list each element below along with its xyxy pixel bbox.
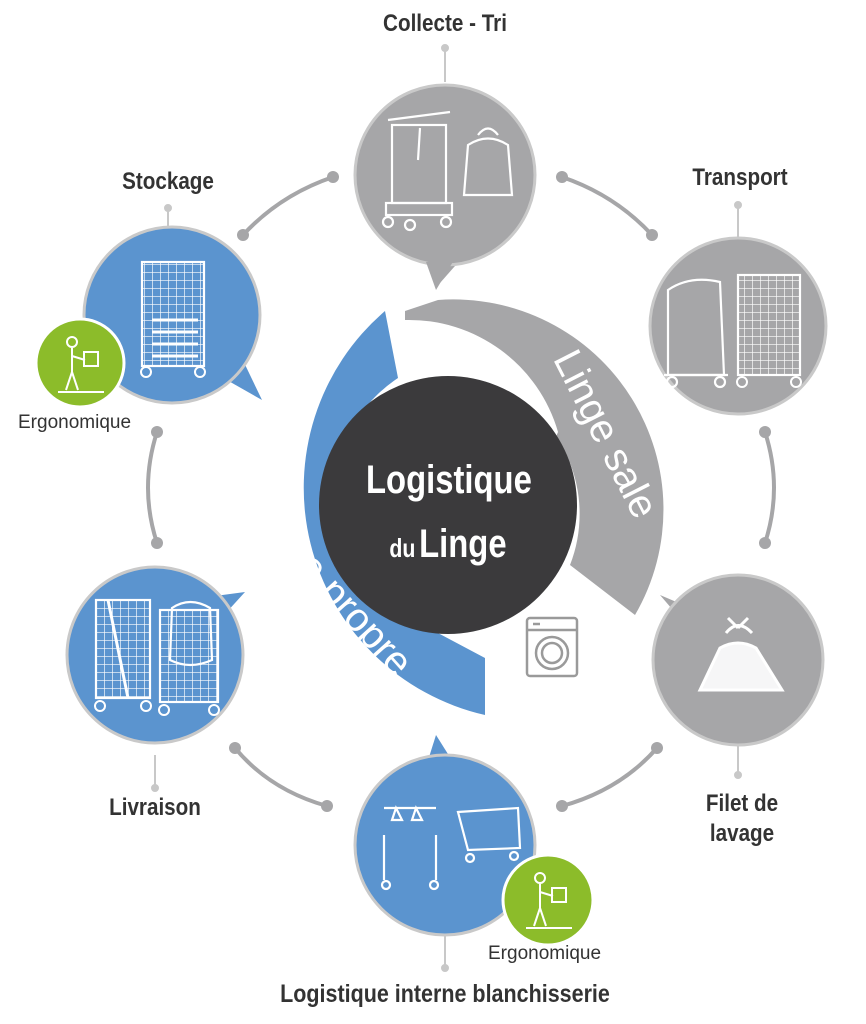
connector-collecte-transport — [560, 175, 654, 237]
connector-stockage-collecte — [241, 175, 335, 237]
center-title-du: du — [389, 533, 416, 563]
covered-cage-trolley-icon — [664, 278, 728, 389]
washing-machine-icon — [525, 616, 579, 678]
delivery-cage-trolley-icon — [94, 598, 152, 712]
center-title-line2: du Linge — [366, 522, 530, 567]
ergonomique-label-stockage: Ergonomique — [18, 412, 132, 433]
bubble-logistique — [353, 735, 537, 937]
connector-transport-filet — [763, 430, 776, 545]
connector-filet-logistique — [560, 746, 659, 808]
label-collecte-tri: Collecte - Tri — [383, 10, 507, 37]
label-stockage: Stockage — [122, 168, 214, 195]
center-title-linge: Linge — [419, 522, 507, 566]
label-filet-line2: lavage — [709, 820, 775, 847]
ergonomique-badge-stockage — [34, 317, 126, 409]
label-livraison: Livraison — [109, 794, 201, 821]
worker-lifting-icon — [526, 872, 572, 929]
connector-logistique-livraison — [233, 746, 329, 808]
linge-sale-arc — [405, 299, 664, 615]
connector-livraison-stockage — [146, 430, 159, 545]
ergonomique-badge-logistique — [501, 853, 595, 947]
label-filet-line1: Filet de — [705, 790, 779, 817]
laundry-trolley-icon — [381, 110, 454, 232]
label-transport: Transport — [692, 164, 788, 191]
cage-trolley-icon — [736, 273, 802, 388]
storage-cage-trolley-icon — [140, 260, 206, 378]
washing-net-icon — [697, 616, 785, 692]
ergonomique-label-logistique: Ergonomique — [488, 943, 602, 964]
laundry-bag-icon — [462, 127, 514, 197]
hanging-rail-icon — [380, 805, 440, 891]
center-title-line1: Logistique — [366, 458, 532, 502]
worker-lifting-icon — [58, 336, 104, 393]
connector-lines — [146, 175, 776, 808]
linge-propre-arc — [303, 311, 485, 715]
center-disc — [319, 376, 577, 634]
bagged-cage-trolley-icon — [158, 600, 220, 716]
label-logistique-interne: Logistique interne blanchisserie — [280, 980, 610, 1008]
connector-dots — [151, 171, 771, 812]
laundry-cart-icon — [456, 806, 522, 864]
